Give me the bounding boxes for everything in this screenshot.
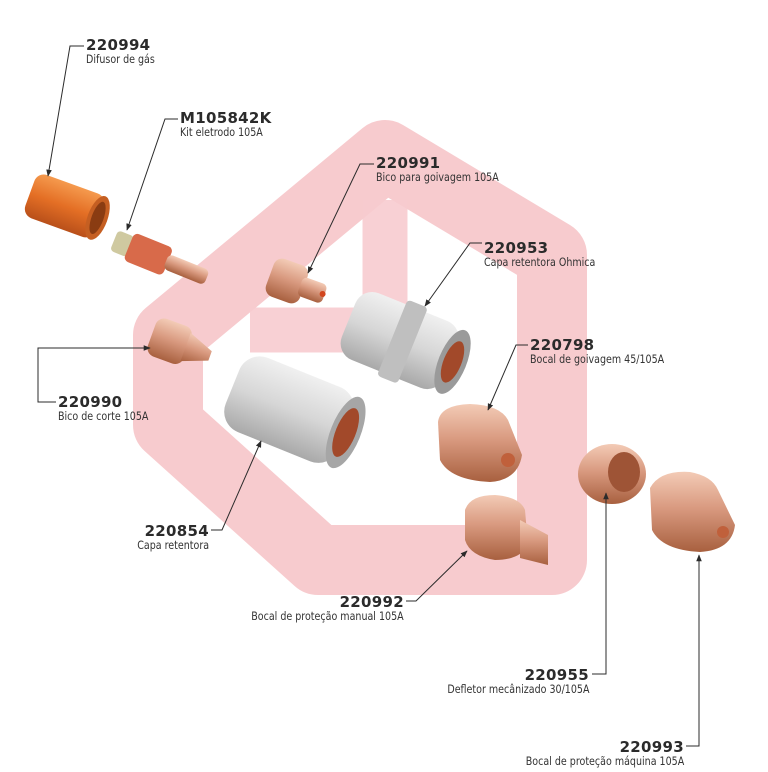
part-code: 220990 xyxy=(58,393,123,411)
part-description: Bico para goivagem 105A xyxy=(376,170,499,184)
gouging-tip-part xyxy=(265,258,327,304)
electrode-part xyxy=(111,231,209,284)
part-description: Bico de corte 105A xyxy=(58,409,149,423)
part-label-220798: 220798 Bocal de goivagem 45/105A xyxy=(530,338,676,366)
gas-diffuser-part xyxy=(24,174,110,240)
deflector-part xyxy=(578,444,646,504)
part-code: 220953 xyxy=(484,239,549,257)
leader-220955 xyxy=(592,492,609,675)
part-label-220990: 220990 Bico de corte 105A xyxy=(58,395,156,423)
retaining-cap-part xyxy=(224,356,366,469)
gouging-shield-part xyxy=(438,404,522,482)
part-label-220993: 220993 Bocal de proteção máquina 105A xyxy=(512,740,684,768)
part-label-220955: 220955 Defletor mecânizado 30/105A xyxy=(435,668,589,696)
part-description: Bocal de proteção manual 105A xyxy=(251,609,404,623)
part-code: 220854 xyxy=(144,522,209,540)
part-description: Capa retentora xyxy=(137,538,209,552)
leader-220990 xyxy=(37,345,151,403)
part-label-220992: 220992 Bocal de proteção manual 105A xyxy=(238,595,404,623)
part-description: Kit eletrodo 105A xyxy=(180,125,263,139)
leader-220953 xyxy=(424,242,482,307)
part-description: Bocal de proteção máquina 105A xyxy=(525,754,684,768)
part-label-220854: 220854 Capa retentora xyxy=(131,524,209,552)
part-code: 220798 xyxy=(530,336,595,354)
part-code: 220991 xyxy=(376,154,441,172)
leader-220854 xyxy=(211,440,262,531)
part-code: 220994 xyxy=(86,36,151,54)
part-code: M105842K xyxy=(180,109,272,127)
manual-shield-part xyxy=(465,495,548,565)
part-code: 220992 xyxy=(339,593,404,611)
leader-220991 xyxy=(307,163,374,274)
part-description: Defletor mecânizado 30/105A xyxy=(446,682,589,696)
leader-M105842K xyxy=(126,118,178,231)
part-code: 220955 xyxy=(524,666,589,684)
part-code: 220993 xyxy=(619,738,684,756)
cutting-tip-part xyxy=(147,318,212,364)
leader-220994 xyxy=(46,45,84,177)
leader-220798 xyxy=(487,344,528,411)
part-label-M105842K: M105842K Kit eletrodo 105A xyxy=(180,111,272,139)
leader-lines xyxy=(37,45,702,747)
machine-shield-part xyxy=(650,471,735,552)
part-description: Capa retentora Ohmica xyxy=(484,255,596,269)
leader-220992 xyxy=(406,550,468,602)
part-label-220994: 220994 Difusor de gás xyxy=(86,38,161,66)
ohmic-retaining-cap-part xyxy=(340,291,471,394)
leader-220993 xyxy=(686,554,702,747)
part-description: Difusor de gás xyxy=(86,52,155,66)
part-label-220991: 220991 Bico para goivagem 105A xyxy=(376,156,509,184)
part-description: Bocal de goivagem 45/105A xyxy=(530,352,665,366)
part-label-220953: 220953 Capa retentora Ohmica xyxy=(484,241,605,269)
